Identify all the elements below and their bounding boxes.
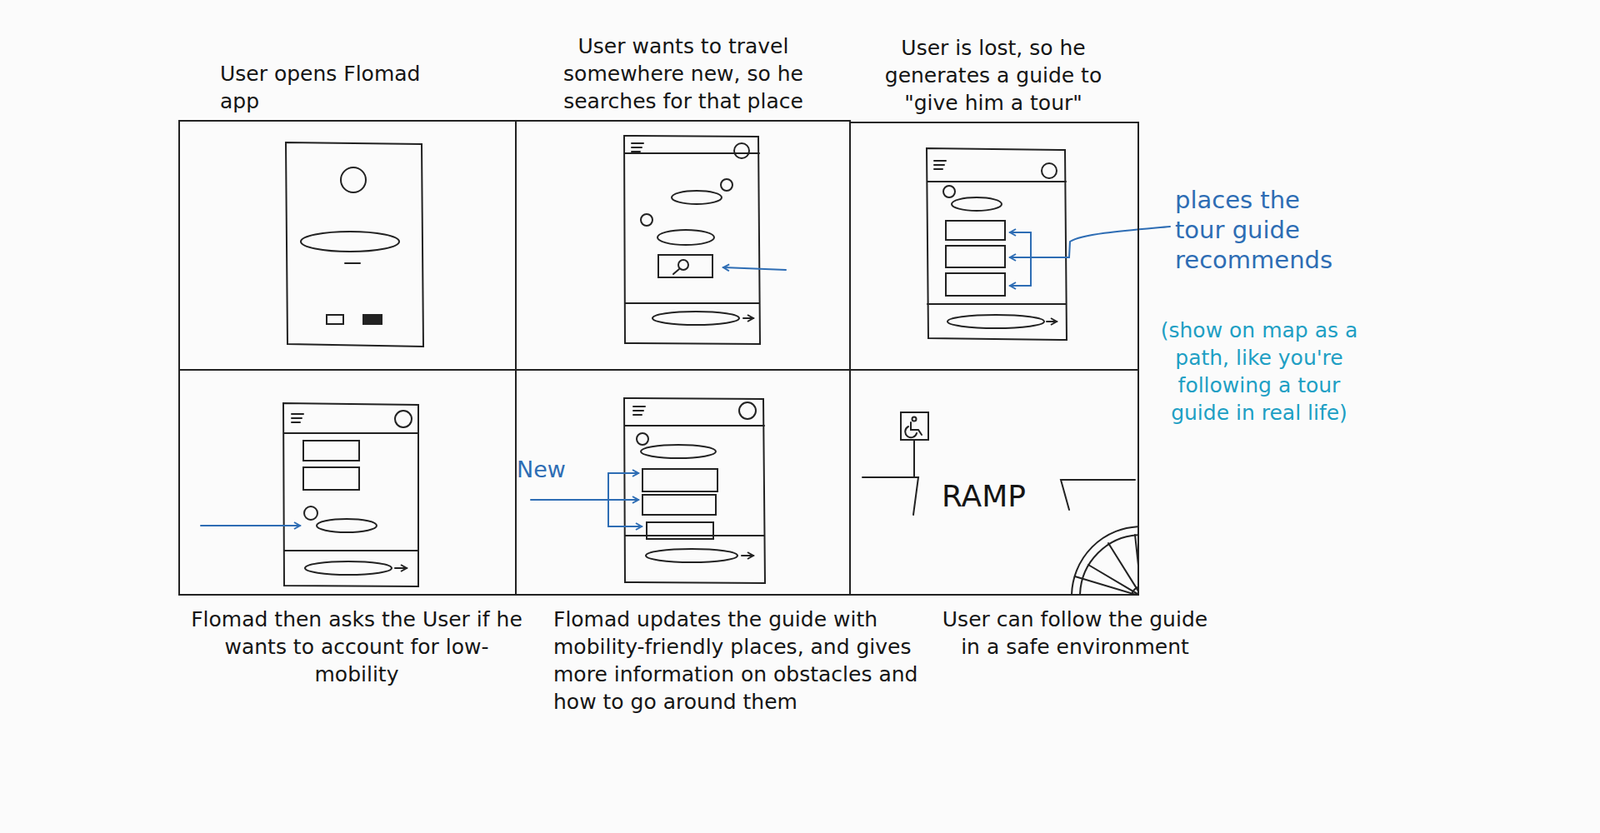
storyboard-panel: Flomad then asks the User if he wants to… — [178, 369, 517, 596]
annotation-note: places the tour guide recommends — [1175, 185, 1350, 275]
panel-caption: User can follow the guide in a safe envi… — [933, 605, 1217, 661]
storyboard-panel: User wants to travel somewhere new, so h… — [515, 120, 851, 371]
panel-caption: Flomad then asks the User if he wants to… — [190, 605, 524, 689]
annotation-note: (show on map as a path, like you're foll… — [1150, 316, 1369, 427]
storyboard-panel: User is lost, so he generates a guide to… — [849, 121, 1140, 371]
ramp-sign-text: RAMP — [941, 480, 1026, 514]
panel-caption: User is lost, so he generates a guide to… — [860, 34, 1127, 117]
panel-caption: User wants to travel somewhere new, so h… — [525, 32, 842, 115]
annotation-note: New — [516, 456, 584, 484]
panel-caption: User opens Flomad app — [220, 60, 437, 115]
panel-caption: Flomad updates the guide with mobility-f… — [553, 605, 929, 716]
storyboard-panel: User opens Flomad app — [178, 120, 517, 371]
storyboard-panel: User can follow the guide in a safe envi… — [849, 369, 1140, 596]
